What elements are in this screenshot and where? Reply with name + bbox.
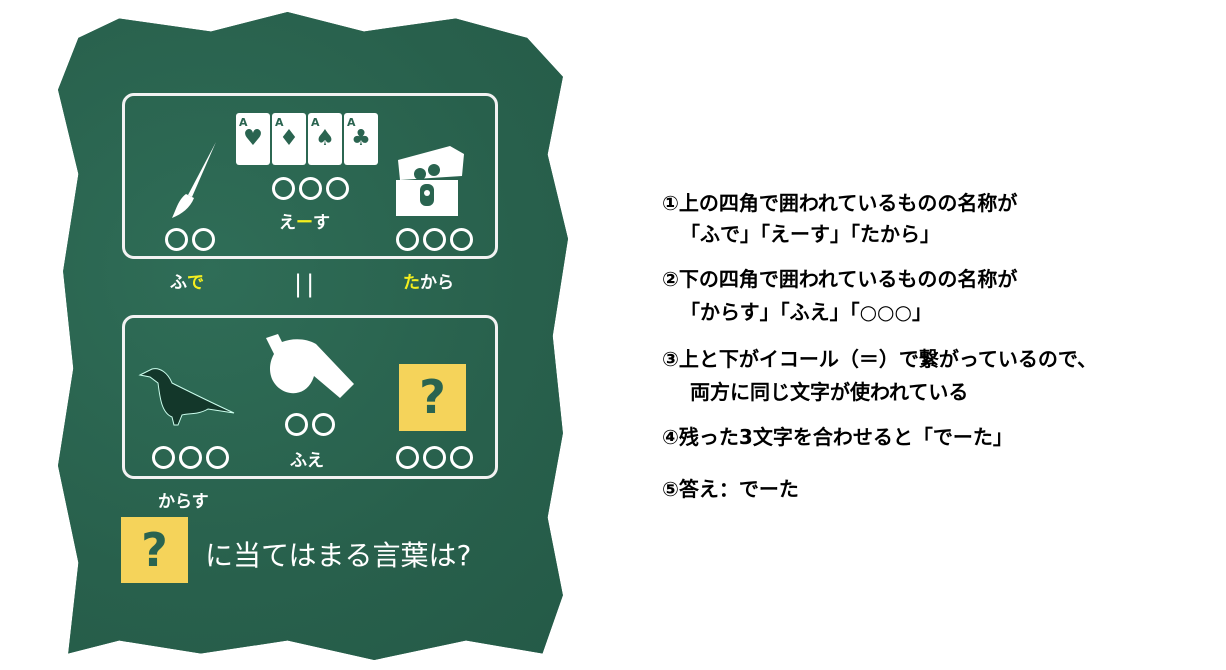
explanation-line-4: 「からす」「ふえ」「○○○」 xyxy=(680,300,932,324)
slots-brush xyxy=(165,228,219,255)
explanation-line-7: ④残った3文字を合わせると「でーた」 xyxy=(662,425,1013,449)
whistle-answer: ふえ xyxy=(290,451,324,471)
explanation-line-6: 両方に同じ文字が使われている xyxy=(690,380,969,404)
bottom-box xyxy=(122,315,498,479)
equals-sign: || xyxy=(294,270,319,298)
top-box xyxy=(122,93,498,259)
explanation-line-1: ①上の四角で囲われているものの名称が xyxy=(662,191,1018,215)
crow-answer: からす xyxy=(158,492,209,512)
aces-answer: えーす xyxy=(279,213,330,233)
slots-crow xyxy=(152,446,233,473)
explanation-line-8: ⑤答え：でーた xyxy=(662,477,799,501)
card-clubs: A♣ xyxy=(344,113,378,165)
question-text: に当てはまる言葉は? xyxy=(205,539,472,572)
explanation-line-3: ②下の四角で囲われているものの名称が xyxy=(662,267,1018,291)
whistle-icon xyxy=(266,334,354,398)
treasure-chest-icon xyxy=(396,146,464,216)
slots-whistle xyxy=(285,413,339,440)
explanation-line-2: 「ふで」「えーす」「たから」 xyxy=(680,222,940,246)
treasure-answer: たから xyxy=(403,273,454,293)
question-mark-box: ? xyxy=(399,364,466,431)
brush-icon xyxy=(172,142,216,218)
slots-treasure xyxy=(396,228,477,255)
slots-aces xyxy=(272,177,353,204)
explanation-line-5: ③上と下がイコール（＝）で繋がっているので、 xyxy=(662,347,1098,371)
question-mark-box-large: ? xyxy=(121,517,188,583)
brush-answer: ふで xyxy=(170,273,204,293)
card-spades: A♠ xyxy=(308,113,342,165)
card-hearts: A♥ xyxy=(236,113,270,165)
slots-question xyxy=(396,446,477,473)
crow-icon xyxy=(138,368,235,426)
card-diamonds: A♦ xyxy=(272,113,306,165)
aces-icon: A♥A♦A♠A♣ xyxy=(236,113,380,165)
